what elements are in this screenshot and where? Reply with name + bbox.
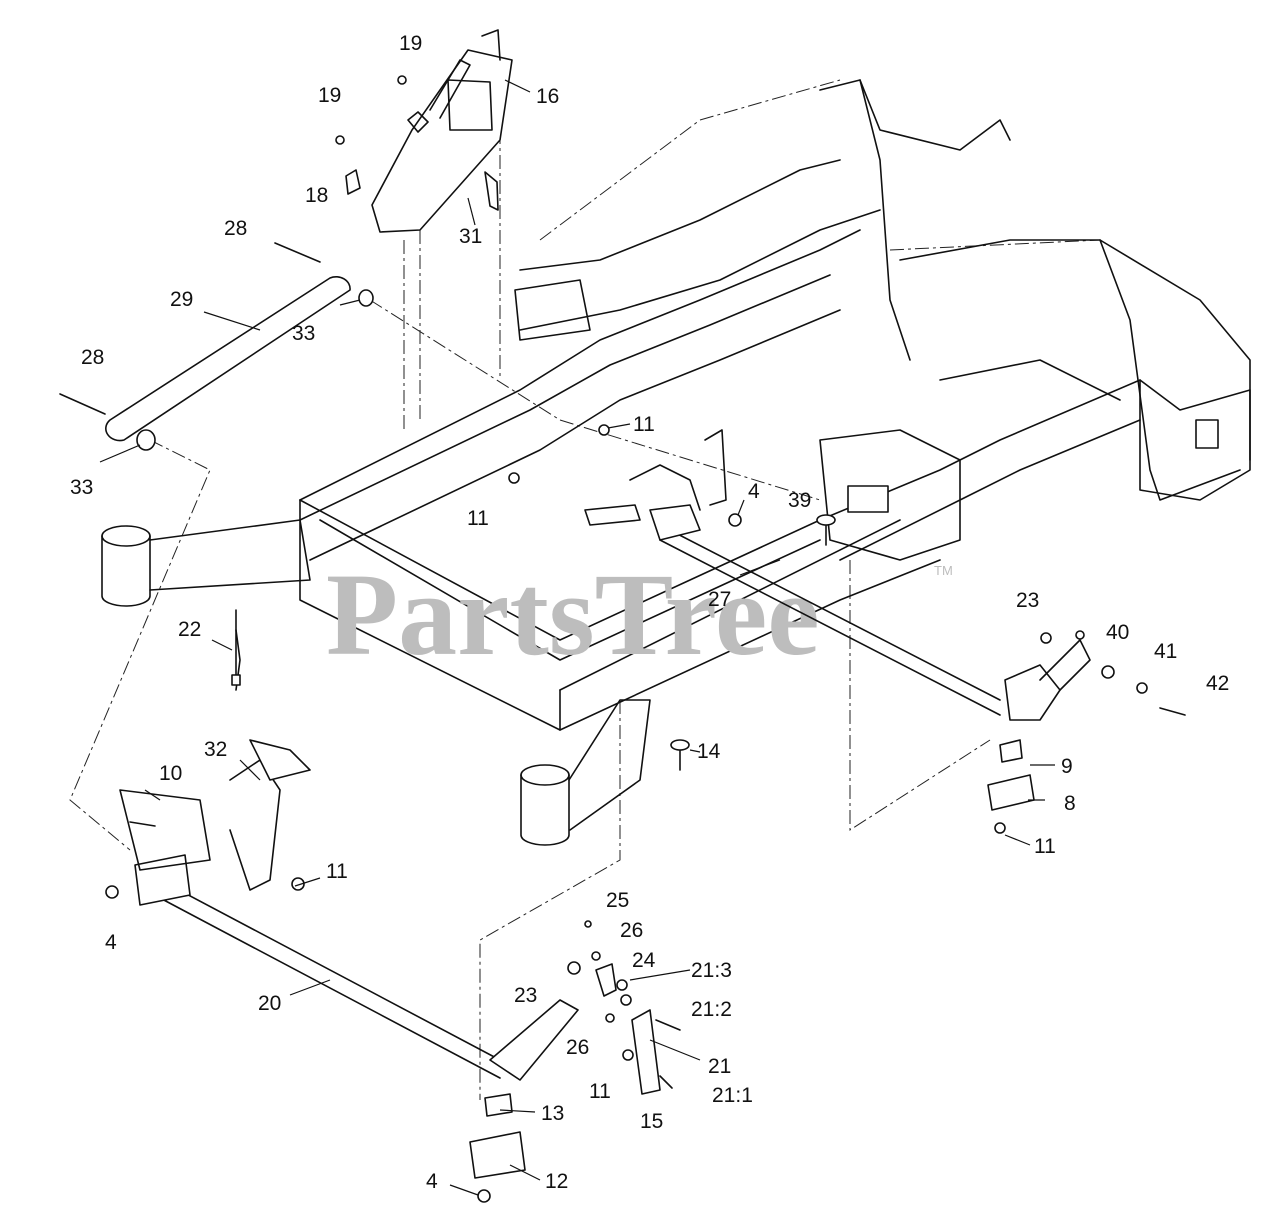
callout-4-front: 4 <box>105 931 117 954</box>
lift-link-29 <box>59 242 374 451</box>
rear-lift-rod-27 <box>584 429 1091 721</box>
callout-31: 31 <box>459 225 482 248</box>
callout-19-top: 19 <box>399 32 422 55</box>
pivot-bushing-18 <box>345 169 361 195</box>
callout-10: 10 <box>159 762 182 785</box>
front-lift-rod-20 <box>119 739 579 1081</box>
callout-40: 40 <box>1106 621 1129 644</box>
callout-13: 13 <box>541 1102 564 1125</box>
adjust-chain-21 <box>567 961 661 1095</box>
callout-26-lower: 26 <box>566 1036 589 1059</box>
callout-11-frame-left: 11 <box>467 507 489 530</box>
callout-20: 20 <box>258 992 281 1015</box>
callout-32: 32 <box>204 738 227 761</box>
callout-18: 18 <box>305 184 328 207</box>
callout-26-upper: 26 <box>620 919 643 942</box>
callout-41: 41 <box>1154 640 1177 663</box>
callout-16: 16 <box>536 85 559 108</box>
callout-21: 21 <box>708 1055 731 1078</box>
callout-33-lower: 33 <box>70 476 93 499</box>
callout-22: 22 <box>178 618 201 641</box>
callout-25: 25 <box>606 889 629 912</box>
callout-4-bottom: 4 <box>426 1170 438 1193</box>
callout-11-rear-bottom: 11 <box>1034 835 1056 858</box>
callout-15: 15 <box>640 1110 663 1133</box>
callout-8: 8 <box>1064 792 1076 815</box>
callout-12: 12 <box>545 1170 568 1193</box>
callout-11-chain: 11 <box>589 1080 611 1103</box>
callout-28-upper: 28 <box>224 217 247 240</box>
callout-9: 9 <box>1061 755 1073 778</box>
hardware <box>105 75 1186 1203</box>
callout-23-front: 23 <box>514 984 537 1007</box>
callout-19: 19 <box>318 84 341 107</box>
callout-28-lower: 28 <box>81 346 104 369</box>
callout-21-1: 21:1 <box>712 1084 753 1107</box>
callout-11-front-bracket: 11 <box>326 860 348 883</box>
callout-27: 27 <box>708 588 731 611</box>
watermark-text: PartsTree <box>326 549 820 680</box>
leader-lines <box>99 79 1055 1196</box>
callout-labels: 19 19 16 18 31 28 29 33 28 33 11 11 4 39… <box>70 32 1229 1193</box>
callout-29: 29 <box>170 288 193 311</box>
callout-21-3: 21:3 <box>691 959 732 982</box>
callout-33-upper: 33 <box>292 322 315 345</box>
watermark-tm: TM <box>934 563 953 578</box>
callout-23-rear: 23 <box>1016 589 1039 612</box>
callout-14: 14 <box>697 740 721 763</box>
callout-24: 24 <box>632 949 656 972</box>
callout-4-rear: 4 <box>748 480 760 503</box>
main-frame <box>101 79 1251 846</box>
callout-39: 39 <box>788 489 811 512</box>
hoc-lever-assembly <box>371 29 513 233</box>
callout-21-2: 21:2 <box>691 998 732 1021</box>
callout-42: 42 <box>1206 672 1229 695</box>
callout-11-frame-right: 11 <box>633 413 655 436</box>
